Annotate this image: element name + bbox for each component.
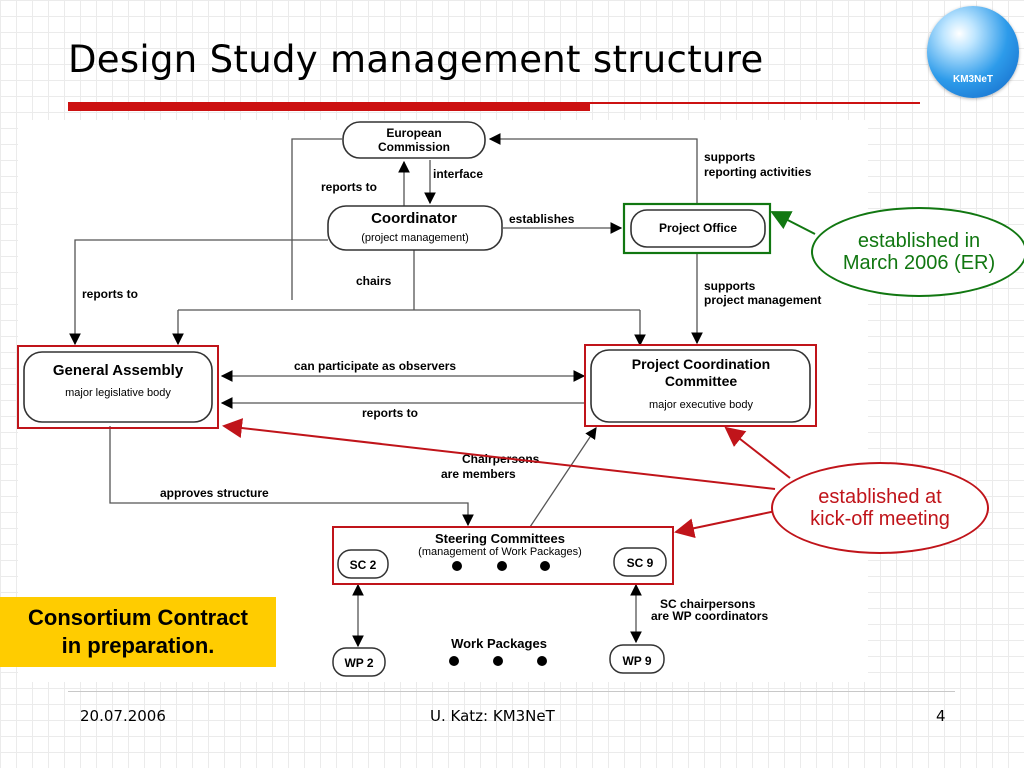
node-project-office-highlight (622, 202, 772, 255)
node-sc9-label: SC 9 (627, 556, 654, 570)
consortium-contract-line1: Consortium Contract (28, 605, 248, 630)
sc-ellipsis-dot (452, 561, 462, 571)
edge-label-reports-to-ec: reports to (321, 180, 377, 194)
node-coordinator-title: Coordinator (371, 210, 457, 227)
node-wp2 (332, 647, 386, 677)
edge-label-reports-to-pcc: reports to (362, 406, 418, 420)
callout-established-er: established in March 2006 (ER) (811, 207, 1024, 297)
km3net-logo-text: KM3NeT (952, 74, 993, 85)
callout-established-kickoff-line2: kick-off meeting (810, 508, 950, 530)
edge-label-chairpersons-2: are members (441, 467, 516, 481)
node-coordinator (327, 205, 503, 251)
consortium-contract-note: Consortium Contract in preparation. (0, 597, 276, 667)
node-pcc-title-line2: Committee (665, 373, 738, 389)
node-european-commission-line2: Commission (378, 140, 450, 154)
footer-page-number: 4 (936, 707, 946, 725)
footer-divider (68, 691, 955, 692)
node-sc9 (613, 547, 667, 577)
node-general-assembly-sub: major legislative body (65, 387, 171, 399)
node-steering-title: Steering Committees (435, 531, 565, 546)
edge-label-approves-structure: approves structure (160, 486, 269, 500)
node-european-commission (342, 121, 486, 159)
title-underline-thin (590, 102, 920, 104)
callout-established-er-line2: March 2006 (ER) (842, 252, 996, 274)
node-project-office-label: Project Office (659, 221, 737, 235)
consortium-contract-line2: in preparation. (61, 633, 215, 658)
node-general-assembly (23, 351, 213, 423)
edge-label-observers: can participate as observers (294, 359, 456, 373)
callout-established-kickoff-line1: established at (818, 486, 942, 508)
node-pcc (590, 349, 811, 423)
node-pcc-title-line1: Project Coordination (632, 356, 770, 372)
node-general-assembly-title: General Assembly (53, 362, 184, 379)
node-wp9 (609, 644, 665, 674)
edge-label-establishes: establishes (509, 212, 575, 226)
node-wp9-label: WP 9 (622, 654, 651, 668)
callout-established-er-line1: established in (857, 230, 981, 252)
title-underline-thick (68, 102, 590, 111)
callout-arrow-er (770, 211, 816, 235)
edge-label-supports-reporting-1: supports (704, 150, 756, 164)
node-european-commission-line1: European (386, 126, 441, 140)
node-work-packages-label: Work Packages (451, 636, 547, 651)
connector-lines (69, 133, 703, 648)
slide-title: Design Study management structure (68, 38, 764, 81)
node-wp2-label: WP 2 (344, 656, 373, 670)
wp-ellipsis-dot (537, 656, 547, 666)
wp-ellipsis-dot (449, 656, 459, 666)
node-sc2-label: SC 2 (350, 558, 377, 572)
edge-label-interface: interface (433, 167, 483, 181)
node-coordinator-sub: (project management) (361, 232, 469, 244)
km3net-logo (927, 6, 1019, 98)
edge-label-supports-pm-2: project management (704, 293, 821, 307)
edge-label-supports-reporting-2: reporting activities (704, 165, 812, 179)
edge-label-supports-pm-1: supports (704, 279, 756, 293)
footer-date: 20.07.2006 (80, 707, 166, 725)
callout-arrow-kickoff-pcc (724, 426, 791, 479)
edge-label-sc-chairpersons-2: are WP coordinators (651, 609, 768, 623)
callout-established-kickoff: established at kick-off meeting (771, 462, 989, 554)
edge-label-chairs: chairs (356, 274, 392, 288)
node-project-office (630, 209, 766, 248)
wp-ellipsis-dot (493, 656, 503, 666)
sc-ellipsis-dot (540, 561, 550, 571)
node-pcc-sub: major executive body (649, 399, 753, 411)
footer-author: U. Katz: KM3NeT (430, 707, 555, 725)
sc-ellipsis-dot (497, 561, 507, 571)
node-sc2 (337, 549, 389, 579)
node-steering-sub: (management of Work Packages) (418, 546, 582, 558)
edge-label-reports-to-ga: reports to (82, 287, 138, 301)
callout-arrow-kickoff-ga (222, 418, 776, 490)
node-pcc-highlight (584, 344, 817, 427)
edge-label-sc-chairpersons-1: SC chairpersons (660, 597, 756, 611)
node-general-assembly-highlight (17, 345, 219, 429)
